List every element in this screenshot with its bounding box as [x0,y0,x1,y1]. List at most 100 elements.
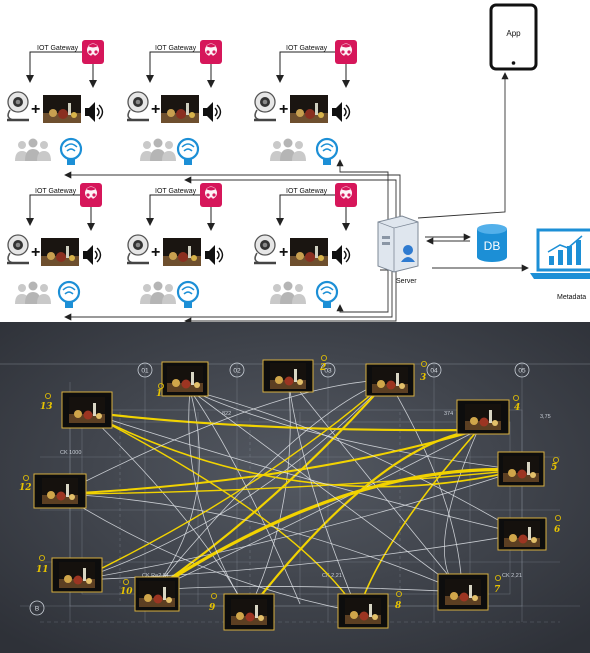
painting-number: 7 [494,585,501,595]
painting-2: 2 [262,355,327,393]
still-life-photo [290,238,328,266]
dimension-label: CK 2,21 [502,573,522,579]
gateway-label: IOT Gateway [155,188,197,195]
column-marker-02: 02 [233,368,241,375]
painting-links [59,376,523,613]
audience-icon [140,138,176,161]
painting-number: 10 [120,587,133,597]
plus-sign: + [151,244,160,261]
speaker-icon [82,244,102,266]
trend-chart-icon [547,235,583,253]
column-marker-01: 01 [141,368,149,375]
database-node: DB [477,224,507,262]
raspberry-pi-icon [200,40,222,64]
gateway-unit-5: IOT Gateway + [125,183,224,310]
iot-architecture-panel: IOT Gateway + IOT Gateway + IOT Gateway … [0,0,590,325]
painting-number: 12 [19,483,32,493]
audience-icon [270,138,306,161]
painting-number: 8 [395,601,402,611]
smart-bulb-icon [57,280,81,310]
still-life-photo [41,238,79,266]
painting-number: 13 [40,402,53,412]
painting-number: 1 [156,389,162,399]
smart-bulb-icon [176,280,200,310]
app-label: App [506,29,521,38]
user-badge-icon [403,245,413,255]
webcam-icon [125,233,151,265]
dimension-label: 822 [222,411,231,417]
gateway-label: IOT Gateway [37,45,79,52]
metadata-label: Metadata [557,294,586,301]
plus-sign: + [279,101,288,118]
webcam-icon [125,90,151,122]
gateway-unit-1: IOT Gateway + [5,40,104,167]
gateway-label: IOT Gateway [286,188,328,195]
column-markers: 01 02 03 04 05 B [29,362,530,616]
painting-1: 1 [156,361,209,399]
webcam-icon [252,233,278,265]
gateway-label: IOT Gateway [286,45,328,52]
speaker-icon [331,244,351,266]
tablet-icon [489,3,538,71]
webcam-icon [252,90,278,122]
painting-8: 8 [337,590,402,629]
painting-9: 9 [209,592,275,631]
painting-number: 11 [36,565,49,575]
gateway-unit-4: IOT Gateway + [5,183,102,310]
still-life-photo [161,95,199,123]
painting-number: 5 [551,463,557,473]
painting-11: 11 [36,554,103,593]
plus-sign: + [279,244,288,261]
plus-sign: + [151,101,160,118]
dimension-label: 3,75 [540,414,551,420]
raspberry-pi-icon [82,40,104,64]
tablet-app-device: App [489,3,538,71]
row-marker-b: B [35,606,39,613]
dimension-label: CK 2,21 [322,573,342,579]
painting-number: 4 [514,403,520,413]
metadata-laptop: Metadata [530,228,590,301]
paintings: 1 2 3 4 5 6 [19,355,562,631]
painting-number: 2 [319,363,326,373]
painting-network-panel: 01 02 03 04 05 B 822 374 3,75 CK 1000 CK… [0,322,590,653]
audience-icon [15,281,51,304]
iot-architecture-diagram: IOT Gateway + IOT Gateway + IOT Gateway … [5,3,590,325]
raspberry-pi-icon [335,183,357,207]
server-label: Server [396,278,417,285]
dimension-label: 374 [444,411,453,417]
still-life-photo [43,95,81,123]
raspberry-pi-icon [80,183,102,207]
audience-icon [15,138,51,161]
painting-12: 12 [19,473,87,509]
painting-5: 5 [497,451,560,487]
audience-icon [270,281,306,304]
painting-13: 13 [40,391,113,429]
painting-7: 7 [437,573,501,611]
smart-bulb-icon [59,137,83,167]
database-icon [477,229,507,262]
gateway-label: IOT Gateway [35,188,77,195]
still-life-photo [163,238,201,266]
still-life-photo [290,95,328,123]
painting-10: 10 [120,576,180,612]
db-label: DB [484,239,501,253]
smart-bulb-icon [315,280,339,310]
server-node: Server [377,215,419,285]
webcam-icon [5,90,31,122]
gateway-unit-6: IOT Gateway + [252,183,357,310]
speaker-icon [204,244,224,266]
smart-bulb-icon [176,137,200,167]
speaker-icon [331,101,351,123]
audience-icon [140,281,176,304]
gateway-unit-2: IOT Gateway + [125,40,222,167]
webcam-icon [5,233,31,265]
plus-sign: + [31,101,40,118]
painting-number: 6 [554,525,561,535]
gateway-label: IOT Gateway [155,45,197,52]
painting-network-blueprint: 01 02 03 04 05 B 822 374 3,75 CK 1000 CK… [0,322,590,653]
plus-sign: + [31,244,40,261]
painting-number: 3 [420,373,426,383]
dimension-label: CK 1000 [60,450,81,456]
painting-number: 9 [209,603,216,613]
speaker-icon [202,101,222,123]
